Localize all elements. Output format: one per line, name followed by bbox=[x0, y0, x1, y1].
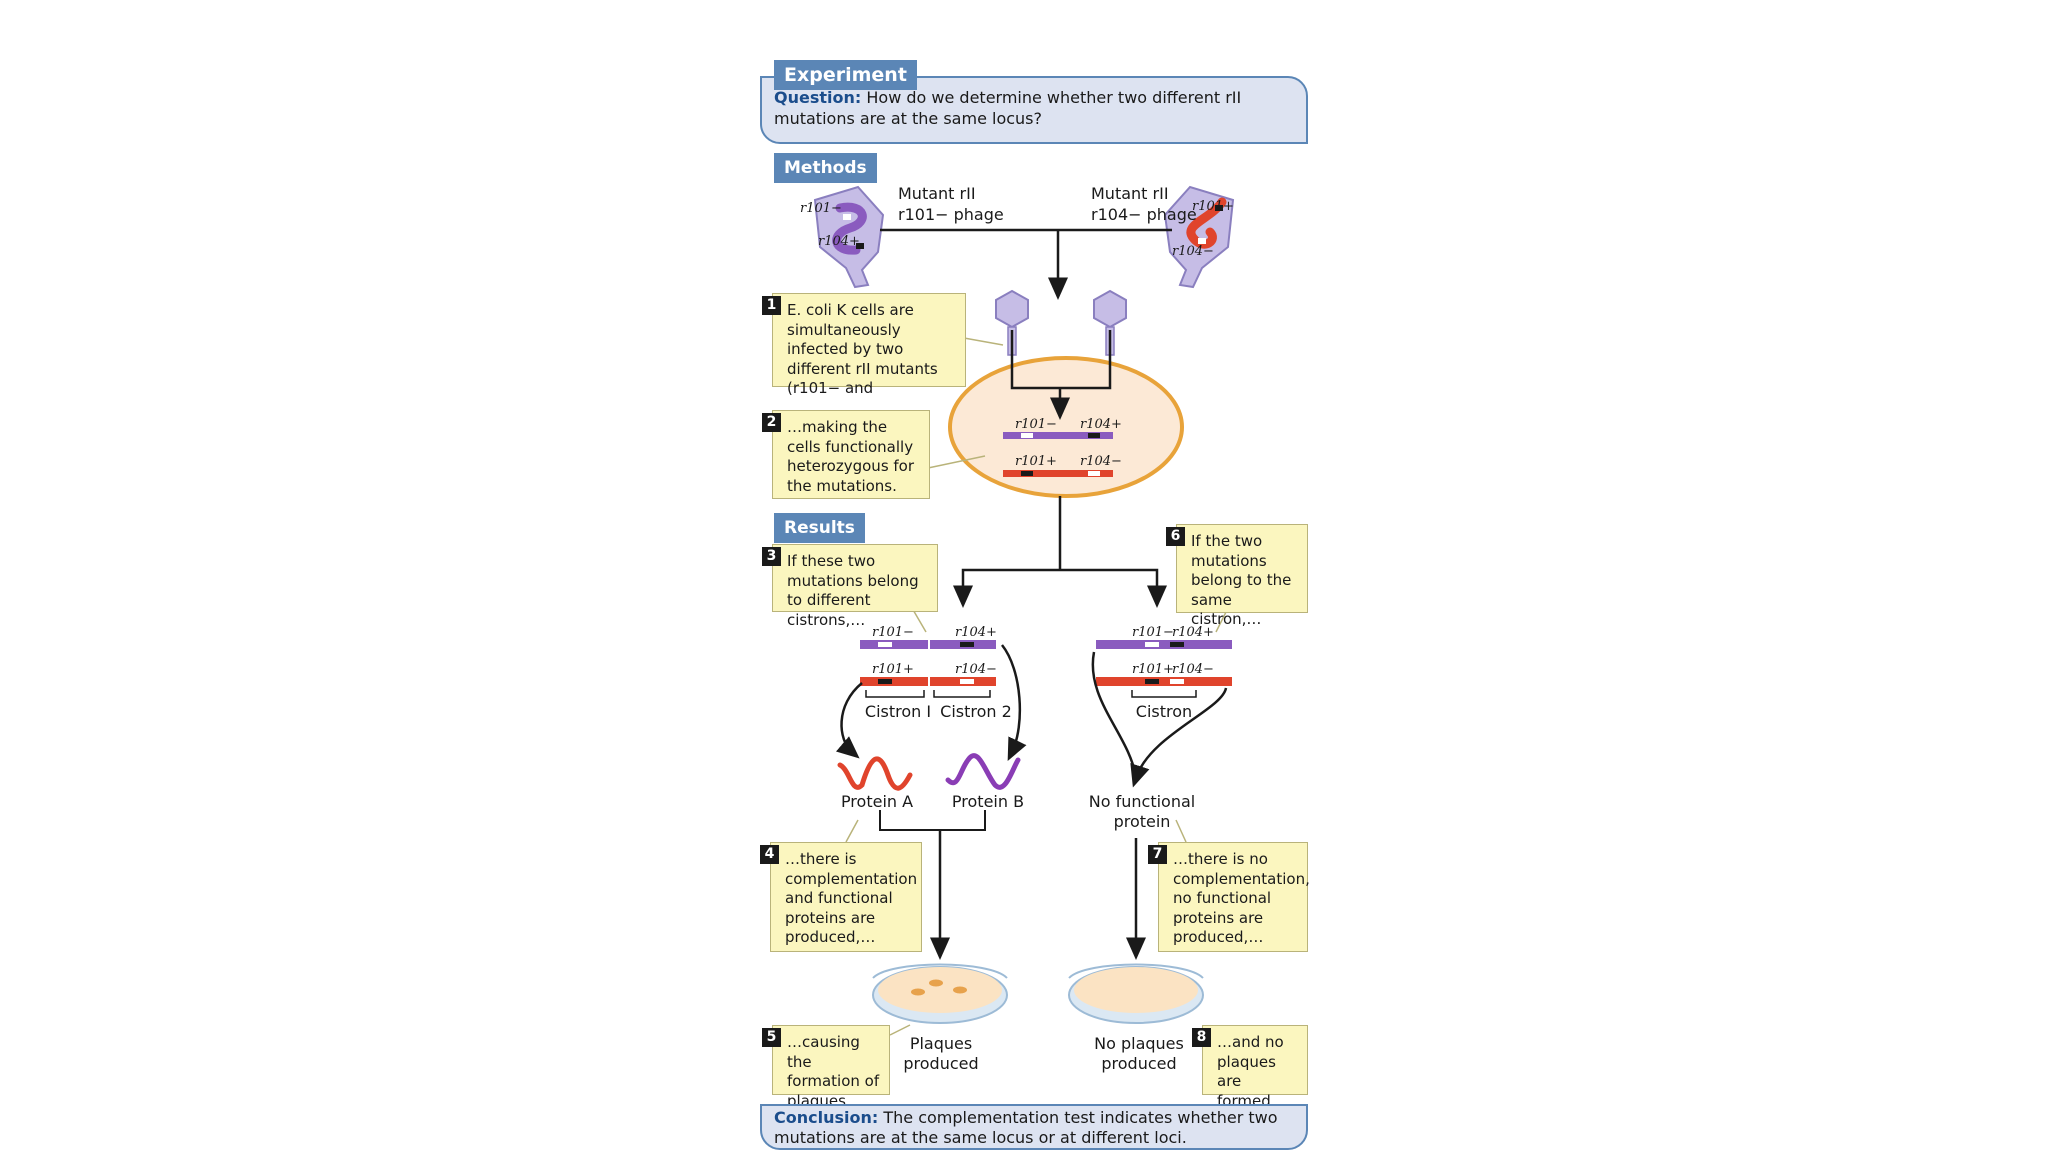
conclusion-box: Conclusion: The complementation test ind… bbox=[760, 1104, 1308, 1150]
phage-left-icon bbox=[813, 185, 885, 289]
cistron-2-label: Cistron 2 bbox=[940, 702, 1012, 721]
experiment-header: Experiment bbox=[774, 60, 917, 90]
step-1-callout: E. coli K cells are simultaneously infec… bbox=[772, 293, 966, 397]
label-r101-phage-left: r101− bbox=[800, 201, 842, 216]
step-2-text: …making the cells functionally heterozyg… bbox=[787, 418, 915, 495]
cell-label-r104-plus: r104+ bbox=[1080, 417, 1122, 432]
petri-dish-plaques bbox=[872, 963, 1008, 1024]
conclusion-text: The complementation test indicates wheth… bbox=[774, 1108, 1278, 1147]
right-label-r101-plus: r101+ bbox=[1132, 662, 1174, 677]
phage-right-icon bbox=[1163, 185, 1235, 289]
step-8-text: …and no plaques are formed. bbox=[1217, 1033, 1284, 1110]
label-r101-phage-right: r101+ bbox=[1192, 199, 1234, 214]
protein-b-icon bbox=[945, 753, 1021, 790]
no-functional-protein-label: No functional protein bbox=[1088, 792, 1196, 831]
no-plaques-produced-label: No plaques produced bbox=[1094, 1034, 1184, 1073]
step-5-badge: 5 bbox=[762, 1028, 781, 1047]
step-1-text: E. coli K cells are simultaneously infec… bbox=[787, 301, 938, 397]
left-label-r101-minus: r101− bbox=[872, 625, 914, 640]
step-8-callout: …and no plaques are formed. bbox=[1202, 1025, 1308, 1110]
protein-a-icon bbox=[837, 756, 913, 791]
step-7-text: …there is no complementation, no functio… bbox=[1173, 850, 1310, 946]
step-4-callout: …there is complementation and functional… bbox=[770, 842, 922, 952]
phage-left-label: Mutant rII r101− phage bbox=[898, 184, 1004, 224]
step-2-callout: …making the cells functionally heterozyg… bbox=[772, 410, 930, 499]
question-text: How do we determine whether two differen… bbox=[774, 88, 1242, 128]
protein-b-label: Protein B bbox=[951, 792, 1025, 811]
left-label-r101-plus: r101+ bbox=[872, 662, 914, 677]
cistron-1-label: Cistron I bbox=[864, 702, 932, 721]
step-6-text: If the two mutations belong to the same … bbox=[1191, 532, 1292, 628]
step-6-badge: 6 bbox=[1166, 527, 1185, 546]
plaques-produced-label: Plaques produced bbox=[903, 1034, 979, 1073]
step-4-badge: 4 bbox=[760, 845, 779, 864]
label-r104-phage-left: r104+ bbox=[818, 234, 860, 249]
cell-label-r101-plus: r101+ bbox=[1015, 454, 1057, 469]
step-7-callout: …there is no complementation, no functio… bbox=[1158, 842, 1310, 952]
right-label-r104-minus: r104− bbox=[1172, 662, 1214, 677]
step-8-badge: 8 bbox=[1192, 1028, 1211, 1047]
phage-right-label: Mutant rII r104− phage bbox=[1091, 184, 1197, 224]
step-3-callout: If these two mutations belong to differe… bbox=[772, 544, 938, 629]
conclusion-label: Conclusion: bbox=[774, 1108, 879, 1127]
results-header: Results bbox=[774, 513, 865, 543]
ecoli-cell bbox=[948, 356, 1184, 498]
left-label-r104-minus: r104− bbox=[955, 662, 997, 677]
step-3-text: If these two mutations belong to differe… bbox=[787, 552, 919, 629]
step-2-badge: 2 bbox=[762, 413, 781, 432]
question-label: Question: bbox=[774, 88, 862, 107]
protein-a-label: Protein A bbox=[840, 792, 914, 811]
step-3-badge: 3 bbox=[762, 547, 781, 566]
left-label-r104-plus: r104+ bbox=[955, 625, 997, 640]
right-label-r101-minus: r101− bbox=[1132, 625, 1174, 640]
label-r104-phage-right: r104− bbox=[1172, 244, 1214, 259]
right-label-r104-plus: r104+ bbox=[1172, 625, 1214, 640]
cell-label-r101-minus: r101− bbox=[1015, 417, 1057, 432]
step-4-text: …there is complementation and functional… bbox=[785, 850, 918, 946]
step-5-callout: …causing the formation of plaques. bbox=[772, 1025, 890, 1110]
step-6-callout: If the two mutations belong to the same … bbox=[1176, 524, 1308, 628]
methods-header: Methods bbox=[774, 153, 877, 183]
step-1-badge: 1 bbox=[762, 296, 781, 315]
step-7-badge: 7 bbox=[1148, 845, 1167, 864]
cell-label-r104-minus: r104− bbox=[1080, 454, 1122, 469]
petri-dish-no-plaques bbox=[1068, 963, 1204, 1024]
cistron-label: Cistron bbox=[1135, 702, 1193, 721]
